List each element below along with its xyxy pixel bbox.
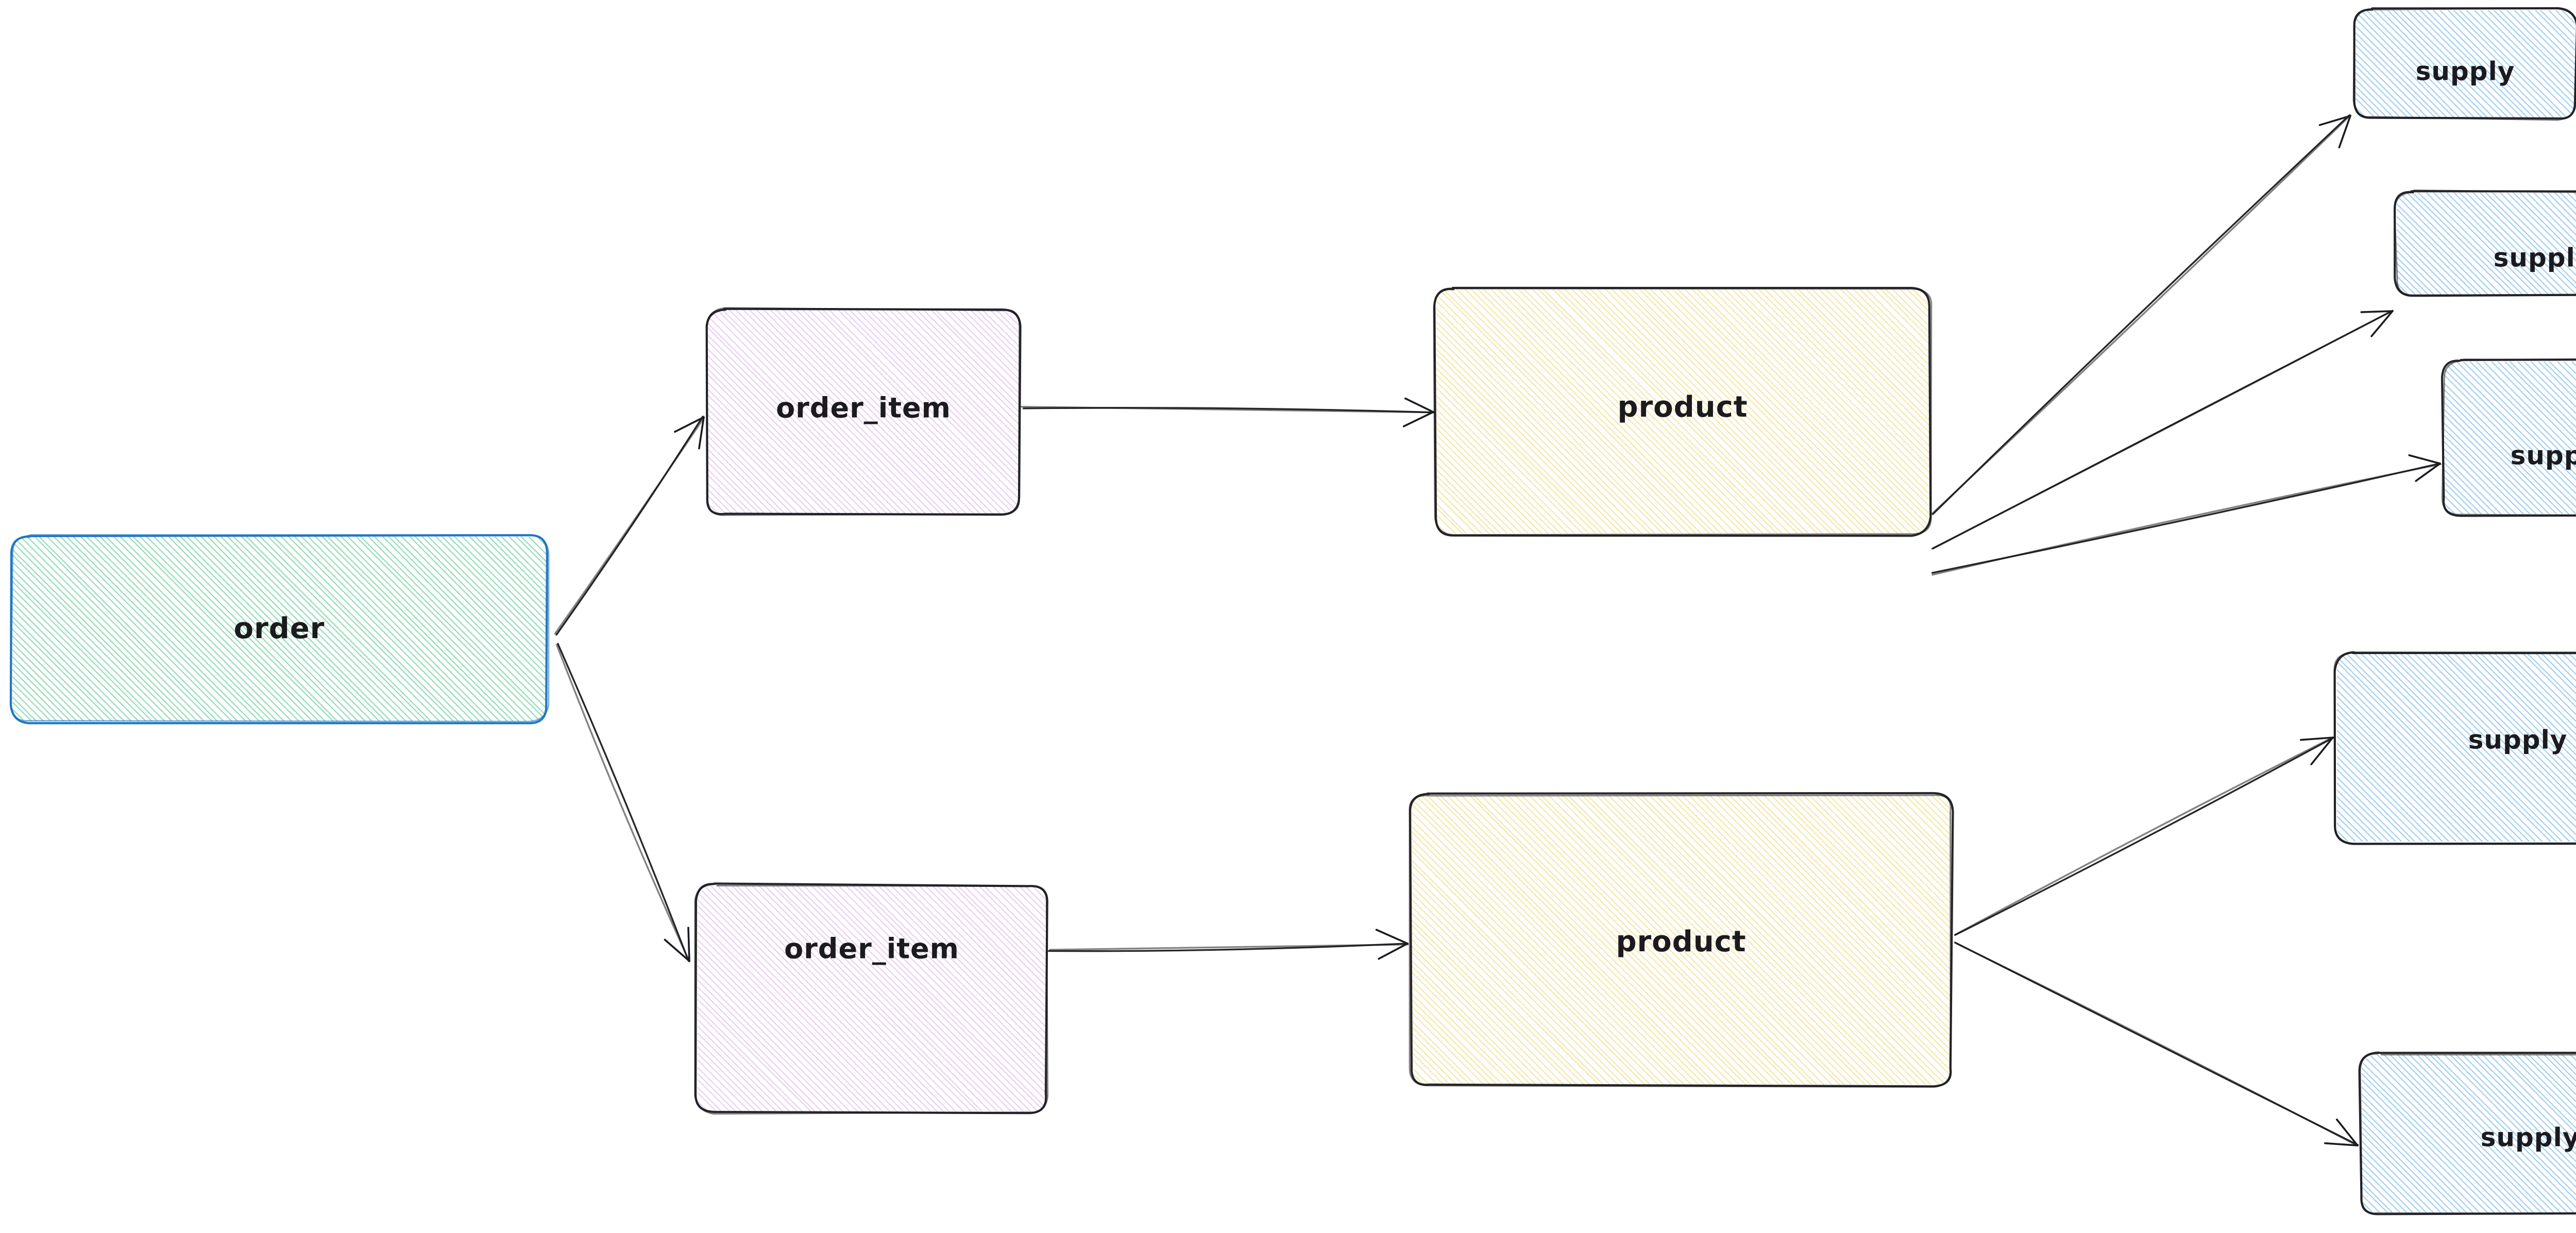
node-outline: [2441, 358, 2576, 517]
node-outline-2: [2394, 190, 2576, 296]
node-outline-2: [1433, 287, 1933, 536]
node-outline-2: [706, 307, 1021, 516]
node-supply_5[interactable]: supply: [2201, 1051, 2576, 1215]
node-order_item_2[interactable]: order_item: [469, 882, 1500, 1115]
node-label-supply_2: supply: [2494, 243, 2576, 273]
node-label-order_item_2: order_item: [784, 933, 959, 965]
node-supply_2[interactable]: supply: [2291, 190, 2576, 297]
node-outline-2: [10, 534, 550, 723]
node-label-supply_3: supply: [2511, 441, 2576, 471]
node-label-product_2: product: [1616, 925, 1746, 958]
node-label-supply_5: supply: [2481, 1123, 2576, 1153]
node-order_item_1[interactable]: order_item: [501, 307, 1429, 516]
node-product_2[interactable]: product: [1119, 792, 2530, 1088]
edge-order-to-order_item_2: [555, 643, 690, 963]
node-supply_3[interactable]: supply: [2288, 358, 2576, 517]
edge-product_1-to-supply_1: [1931, 114, 2351, 515]
node-outline-2: [694, 883, 1048, 1115]
node-base: [707, 309, 1020, 515]
edge-product_2-to-supply_5: [1954, 941, 2359, 1146]
node-label-supply_1: supply: [2416, 57, 2515, 87]
node-base: [2396, 192, 2576, 296]
node-outline-2: [1409, 794, 1952, 1088]
node-label-order_item_1: order_item: [776, 392, 951, 424]
edge-product_1-to-supply_3: [1931, 454, 2442, 576]
node-supply_1[interactable]: supply: [2245, 7, 2576, 121]
edge-order_item_1-to-product_1: [1021, 397, 1435, 427]
node-outline-2: [2352, 7, 2576, 121]
node-outline-2: [2333, 651, 2576, 845]
edge-order_item_2-to-product_2: [1048, 929, 1409, 960]
node-outline-2: [2441, 358, 2576, 516]
node-layer: orderorder_itemorder_itemproductproducts…: [0, 7, 2576, 1215]
node-order[interactable]: order: [0, 534, 916, 725]
node-base: [697, 885, 1047, 1112]
node-label-supply_4: supply: [2468, 725, 2568, 755]
node-label-product_1: product: [1617, 390, 1748, 424]
edge-product_1-to-supply_2: [1931, 310, 2394, 550]
edge-product_2-to-supply_4: [1954, 737, 2335, 936]
node-label-order: order: [234, 612, 325, 645]
node-base: [2443, 361, 2576, 515]
edge-order-to-order_item_1: [554, 416, 705, 636]
node-supply_4[interactable]: supply: [2146, 651, 2576, 845]
node-product_1[interactable]: product: [1189, 286, 2420, 537]
node-outline-2: [2359, 1053, 2576, 1214]
edge-layer: [554, 114, 2442, 1146]
